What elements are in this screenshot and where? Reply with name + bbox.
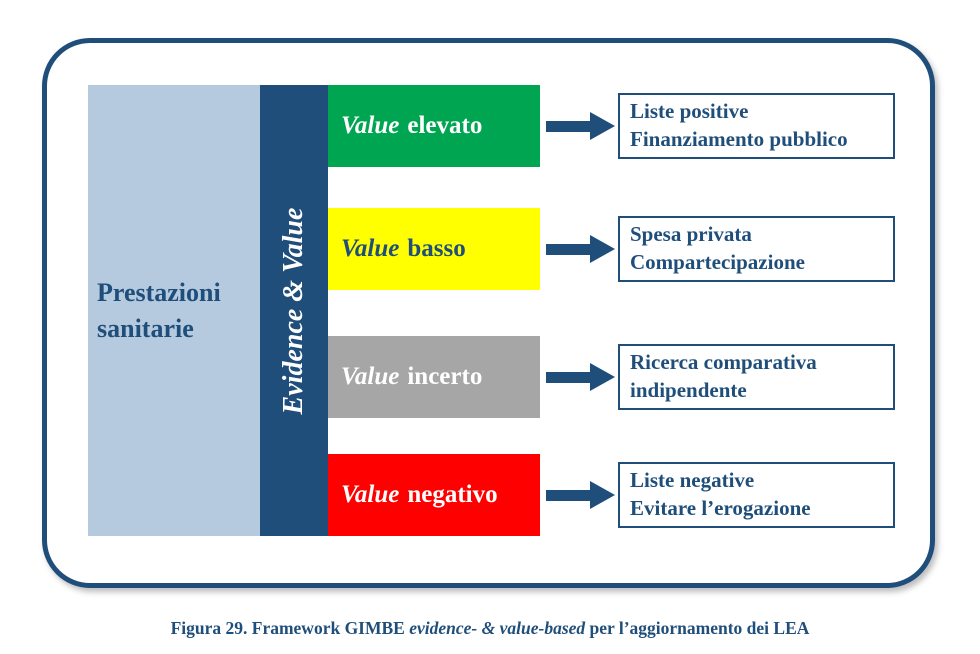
outcome-line: Compartecipazione — [630, 250, 805, 274]
evidence-value-label: Evidence & Value — [278, 207, 309, 414]
value-box-negativo: Value negativo — [328, 454, 540, 536]
arrow-head — [590, 481, 615, 509]
arrow-right-icon — [540, 336, 618, 418]
caption-text: per l’aggiornamento dei LEA — [585, 618, 810, 638]
value-level: negativo — [407, 481, 498, 508]
arrow-right-icon — [540, 85, 618, 167]
framework-row-negativo: Value negativo Liste negative Evitare l’… — [328, 454, 895, 536]
prestazioni-label: Prestazioni sanitarie — [97, 278, 221, 343]
value-box-basso: Value basso — [328, 208, 540, 290]
arrow-head — [590, 363, 615, 391]
outcome-line: Ricerca comparativa — [630, 350, 817, 375]
evidence-value-spine: Evidence & Value — [260, 85, 328, 536]
arrow-shaft — [546, 372, 592, 383]
outcome-box-incerto: Ricerca comparativa indipendente — [618, 344, 895, 410]
outcome-line: Finanziamento pubblico — [630, 127, 848, 151]
value-level: incerto — [407, 363, 483, 390]
outcome-box-basso: Spesa privata Compartecipazione — [618, 216, 895, 282]
value-word: Value — [341, 481, 400, 508]
value-word: Value — [341, 112, 400, 139]
framework-row-basso: Value basso Spesa privata Compartecipazi… — [328, 208, 895, 290]
arrow-shaft — [546, 244, 592, 255]
caption-text: Figura 29. Framework GIMBE — [170, 618, 410, 638]
outcome-box-negativo: Liste negative Evitare l’erogazione — [618, 462, 895, 528]
framework-row-incerto: Value incerto Ricerca comparativa indipe… — [328, 336, 895, 418]
framework-row-elevato: Value elevato Liste positive Finanziamen… — [328, 85, 895, 167]
arrow-head — [590, 235, 615, 263]
prestazioni-box: Prestazioni sanitarie — [88, 85, 260, 536]
arrow-right-icon — [540, 454, 618, 536]
outcome-line: Liste negative — [630, 468, 755, 493]
arrow-shaft — [546, 490, 592, 501]
value-level: basso — [407, 235, 466, 262]
outcome-box-elevato: Liste positive Finanziamento pubblico — [618, 93, 895, 159]
value-word: Value — [341, 363, 400, 390]
value-box-incerto: Value incerto — [328, 336, 540, 418]
value-box-elevato: Value elevato — [328, 85, 540, 167]
outcome-line: Liste positive — [630, 99, 749, 124]
value-word: Value — [341, 235, 400, 262]
arrow-right-icon — [540, 208, 618, 290]
caption-text-italic: evidence- & value-based — [409, 618, 586, 638]
outcome-line: Evitare l’erogazione — [630, 496, 811, 520]
outcome-line: Spesa privata — [630, 222, 752, 247]
arrow-head — [590, 112, 615, 140]
value-level: elevato — [407, 112, 483, 139]
arrow-shaft — [546, 121, 592, 132]
outcome-line: indipendente — [630, 378, 747, 402]
figure-caption: Figura 29. Framework GIMBE evidence- & v… — [0, 618, 980, 639]
